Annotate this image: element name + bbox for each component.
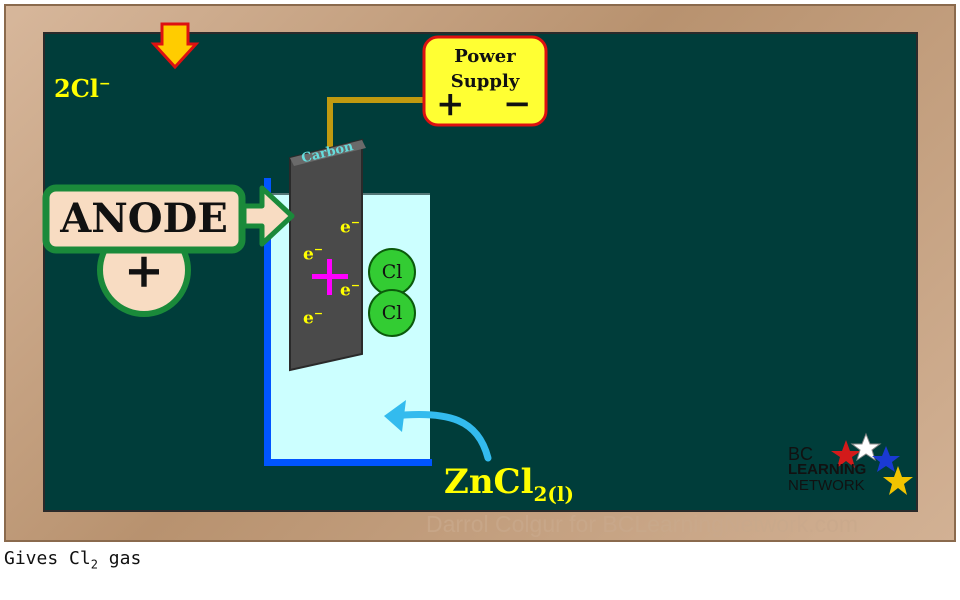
carbon-electrode-top bbox=[290, 140, 366, 166]
electrode-charge-plus-v bbox=[327, 259, 332, 295]
logo-line-1: BC bbox=[788, 444, 814, 464]
electron-charge: − bbox=[313, 243, 324, 256]
logo-star-blue-icon bbox=[872, 446, 900, 472]
power-supply-title: Power Supply bbox=[424, 44, 546, 94]
chlorine-atom-label: Cl bbox=[381, 261, 403, 283]
electron: e− bbox=[340, 216, 360, 238]
electron-symbol: e bbox=[303, 244, 314, 265]
ion-label-charge: − bbox=[98, 76, 111, 92]
power-supply-line2: Supply bbox=[450, 71, 520, 92]
chlorine-atom-label: Cl bbox=[381, 302, 403, 324]
watermark: Darrol Colgur for BCLearningNetwork.com bbox=[426, 511, 859, 537]
power-supply-line1: Power bbox=[454, 46, 516, 67]
electrolyte-pointer-arrowhead bbox=[384, 400, 406, 432]
anode-label: ANODE bbox=[60, 195, 228, 242]
caption-pre: Gives Cl bbox=[4, 548, 91, 569]
caption-text: Gives Cl2 gas bbox=[4, 548, 141, 572]
slide: 2Cl− Power Supply + − Carbon ANODE + e− … bbox=[4, 4, 956, 542]
logo-line-3: NETWORK bbox=[788, 477, 865, 494]
ion-label: 2Cl− bbox=[54, 74, 111, 103]
next-arrow-icon[interactable] bbox=[150, 22, 200, 70]
electron-charge: − bbox=[350, 216, 361, 229]
logo-star-red-icon bbox=[831, 440, 861, 468]
electron-charge: − bbox=[350, 279, 361, 292]
logo-star-yellow-icon bbox=[883, 466, 913, 495]
caption-subscript: 2 bbox=[90, 557, 98, 572]
wire bbox=[327, 97, 430, 152]
electron: e− bbox=[303, 307, 323, 329]
electrolyte-pointer-arrow bbox=[388, 410, 492, 462]
power-supply-box bbox=[422, 35, 548, 127]
anode-pointer-arrow bbox=[241, 185, 295, 247]
carbon-electrode bbox=[289, 138, 363, 372]
beaker-bottom-wall bbox=[264, 459, 432, 466]
power-supply-positive-terminal: + bbox=[436, 84, 465, 124]
logo-star-white-icon bbox=[850, 432, 882, 462]
electron-symbol: e bbox=[303, 308, 314, 329]
publisher-logo: BC LEARNING NETWORK bbox=[788, 444, 867, 494]
electrolyte-formula-state: 2(l) bbox=[533, 481, 574, 506]
electrolyte-formula: ZnCl2(l) bbox=[444, 462, 574, 506]
electrolyte-formula-base: ZnCl bbox=[444, 462, 534, 502]
power-supply-negative-terminal: − bbox=[503, 84, 532, 124]
beaker-left-wall bbox=[264, 178, 271, 466]
diagram-svg bbox=[42, 22, 913, 495]
electron: e− bbox=[303, 243, 323, 265]
electron-charge: − bbox=[313, 307, 324, 320]
ion-label-base: 2Cl bbox=[54, 74, 99, 103]
anode-sign: + bbox=[123, 243, 165, 299]
electron-symbol: e bbox=[340, 217, 351, 238]
chlorine-atom bbox=[368, 289, 416, 337]
logo-line-2: LEARNING bbox=[788, 461, 867, 478]
caption-post: gas bbox=[97, 548, 142, 569]
electron-symbol: e bbox=[340, 280, 351, 301]
electron: e− bbox=[340, 279, 360, 301]
